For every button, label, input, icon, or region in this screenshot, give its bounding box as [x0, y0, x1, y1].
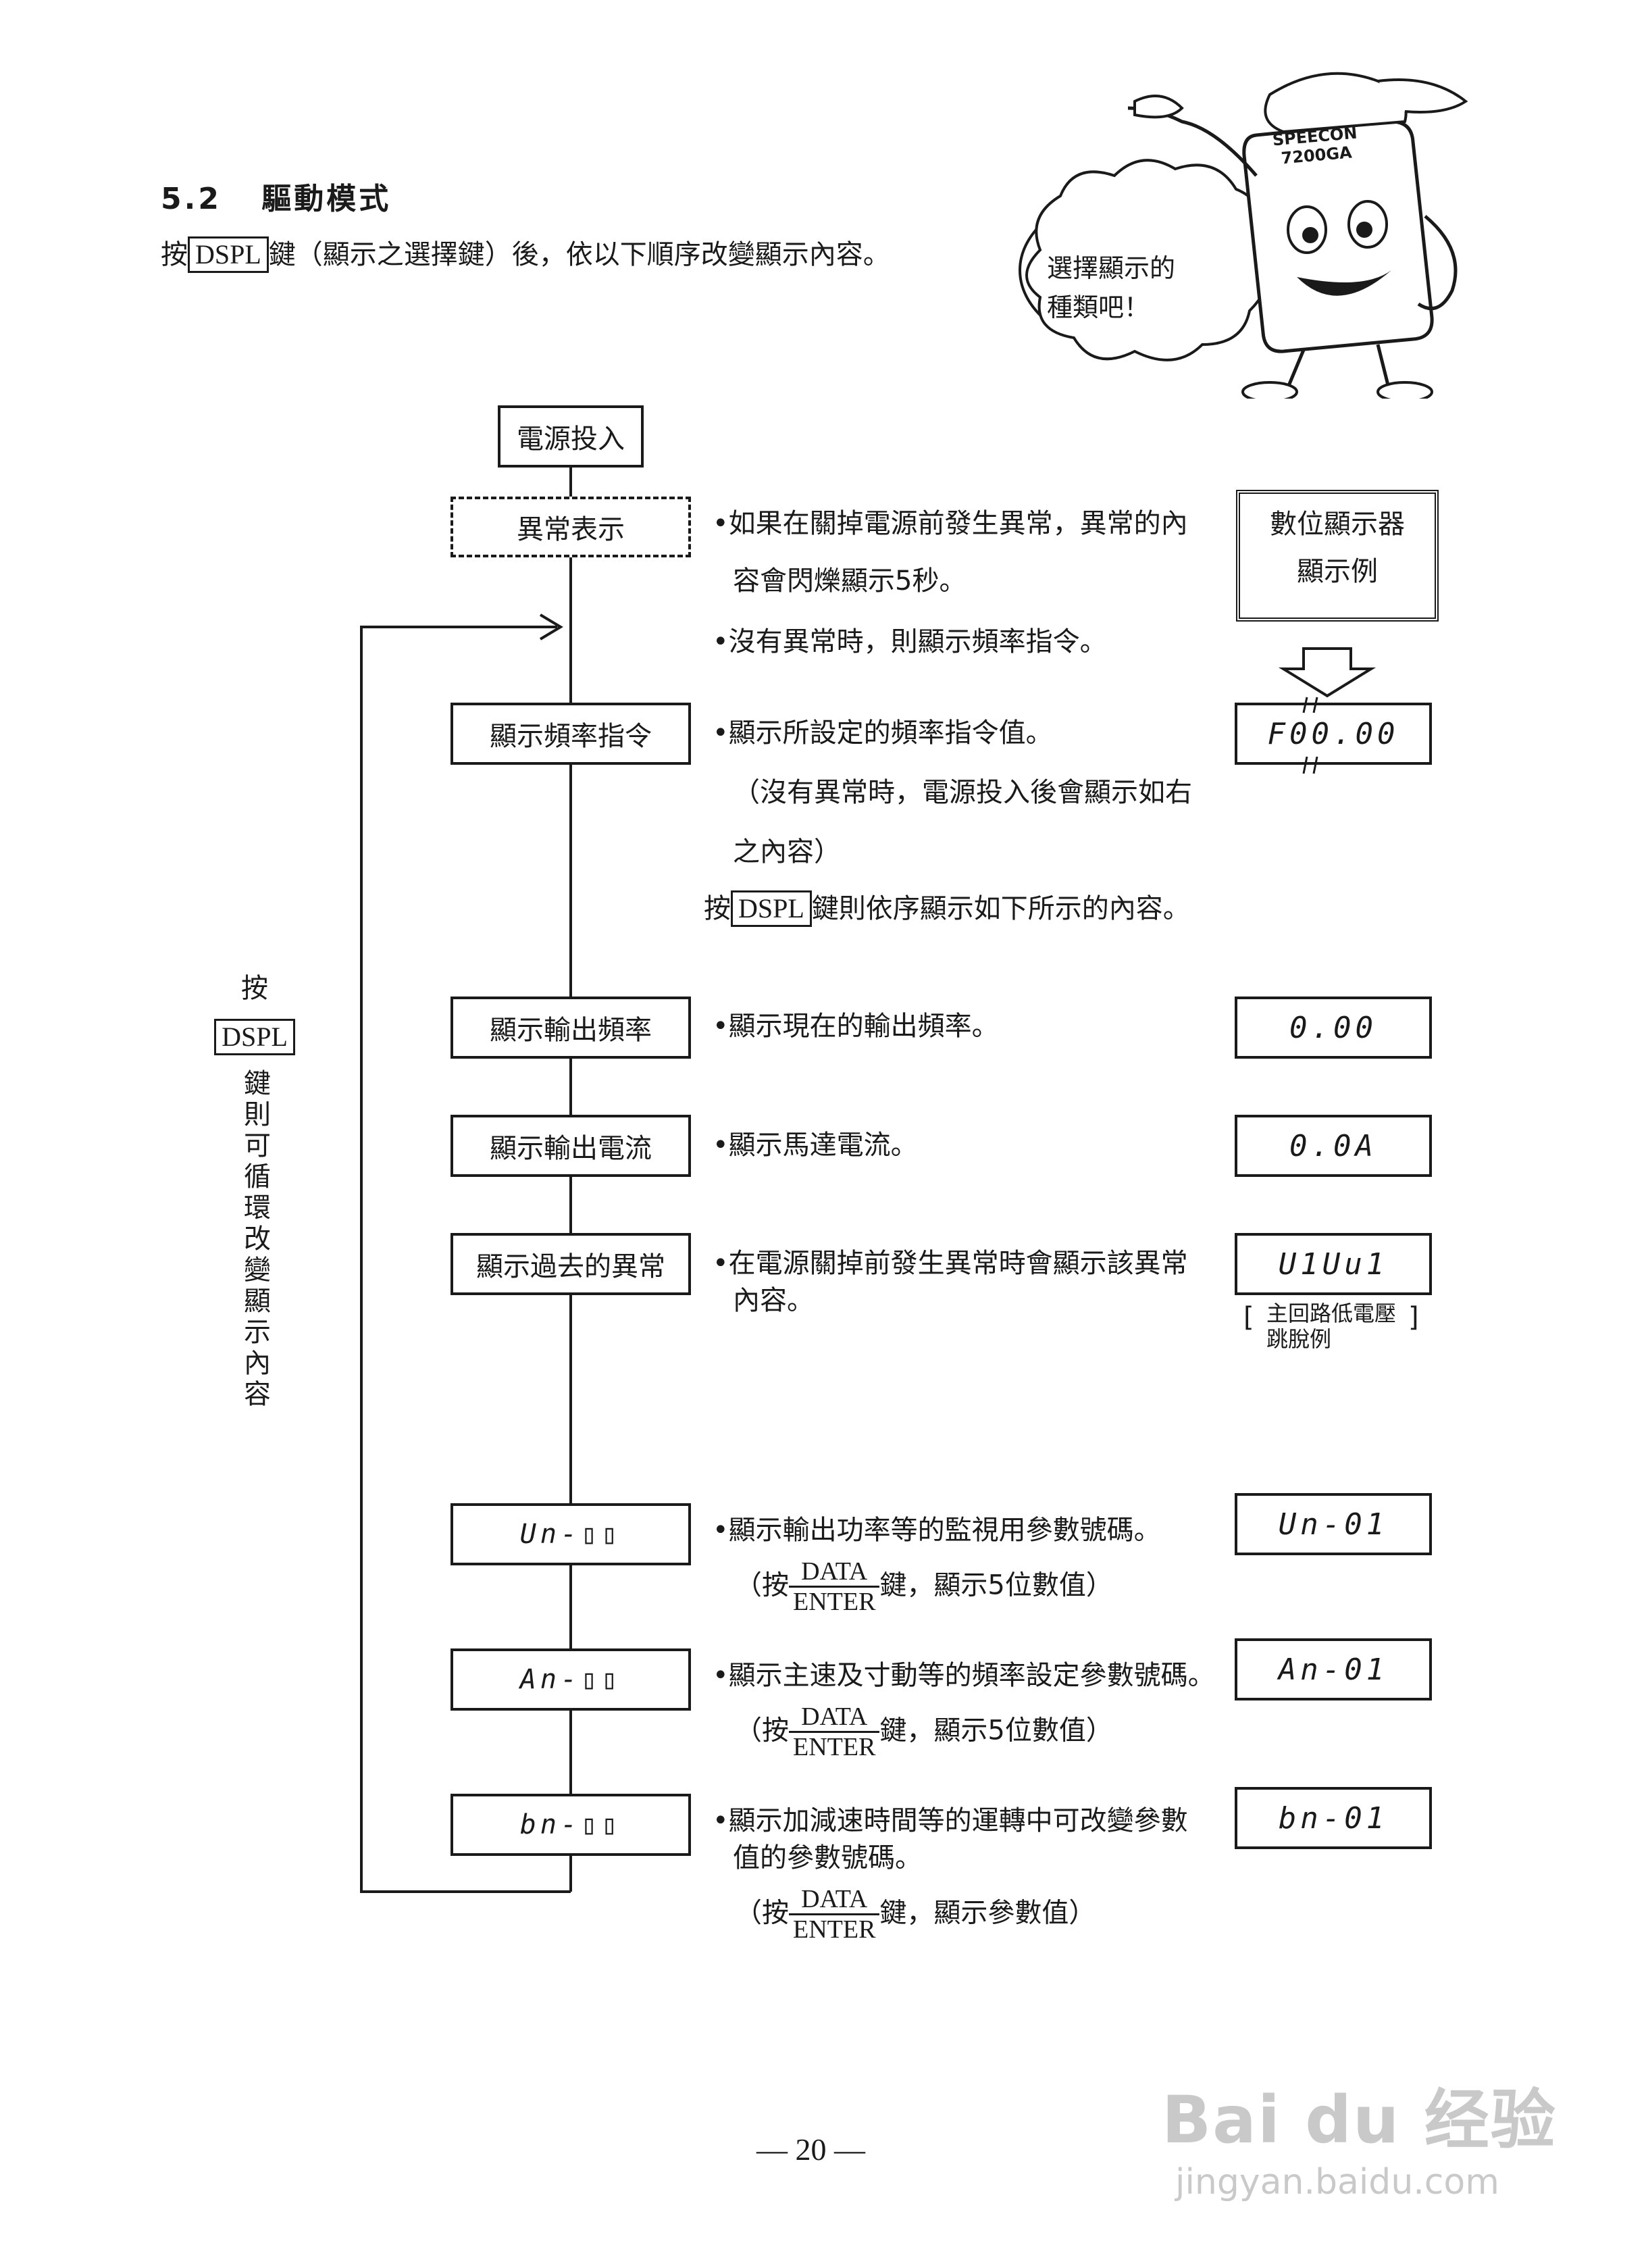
display-freq-reference: F00.00 — [1235, 703, 1432, 765]
desc-dspl-key: DSPL — [731, 890, 812, 927]
bn-enter-label: ENTER — [793, 1915, 876, 1944]
flow-box-past-fault: 顯示過去的異常 — [451, 1233, 691, 1295]
un-data-label: DATA — [789, 1557, 880, 1588]
intro-suffix: 鍵（顯示之選擇鍵）後，依以下順序改變顯示內容。 — [268, 239, 890, 270]
note-bracket-right-icon: ] — [1408, 1302, 1419, 1333]
flow-box-alarm-display: 異常表示 — [451, 497, 691, 557]
section-title: 驅動模式 — [261, 182, 392, 216]
desc-output-current: •顯示馬達電流。 — [713, 1130, 918, 1161]
bubble-line2: 種類吧！ — [1047, 293, 1150, 322]
desc-bn-line2: 值的參數號碼。 — [733, 1842, 922, 1873]
desc-dspl-prefix: 按 — [704, 893, 731, 924]
display-un-parameter: Un-01 — [1235, 1493, 1432, 1555]
an-data-label: DATA — [789, 1703, 880, 1733]
display-header-line2: 顯示例 — [1297, 556, 1378, 587]
bn-press-open: （按 — [735, 1897, 789, 1929]
section-heading: 5.2 驅動模式 — [161, 174, 391, 218]
an-press-open: （按 — [735, 1715, 789, 1746]
an-enter-label: ENTER — [793, 1733, 876, 1761]
dspl-key-label: DSPL — [188, 236, 269, 273]
desc-bn-line1: •顯示加減速時間等的運轉中可改變參數 — [713, 1805, 1188, 1836]
desc-un-line1: •顯示輸出功率等的監視用參數號碼。 — [713, 1515, 1161, 1546]
speech-bubble-text: 選擇顯示的 種類吧！ — [1047, 249, 1175, 327]
un-press-suffix: 鍵，顯示5位數值） — [879, 1569, 1113, 1601]
desc-freq-line3: 之內容） — [733, 836, 841, 867]
desc-dspl-suffix: 鍵則依序顯示如下所示的內容。 — [811, 893, 1190, 924]
desc-alarm-line3: •沒有異常時，則顯示頻率指令。 — [713, 626, 1107, 657]
display-bn-parameter: bn-01 — [1235, 1787, 1432, 1849]
display-example-header: 數位顯示器 顯示例 — [1236, 490, 1439, 622]
watermark-brand: Bai du 经验 — [1162, 2082, 1557, 2158]
fault-note-line1: 主回路低電壓 — [1266, 1301, 1397, 1326]
note-bracket-left-icon: [ — [1243, 1302, 1254, 1333]
mascot-illustration — [1019, 72, 1468, 399]
un-press-open: （按 — [735, 1569, 789, 1601]
flow-box-output-current: 顯示輸出電流 — [451, 1115, 691, 1177]
desc-output-frequency: •顯示現在的輸出頻率。 — [713, 1011, 999, 1042]
desc-freq-line2: （沒有異常時，電源投入後會顯示如右 — [733, 777, 1192, 808]
fault-note-line2: 跳脫例 — [1266, 1326, 1332, 1352]
flow-box-bn-parameter: bn-▯▯ — [451, 1794, 691, 1856]
section-number: 5.2 — [161, 182, 222, 216]
desc-alarm-line1: •如果在關掉電源前發生異常，異常的內 — [713, 508, 1188, 539]
loop-label-key: DSPL — [214, 1019, 295, 1055]
bn-data-label: DATA — [789, 1885, 880, 1915]
bubble-line1: 選擇顯示的 — [1047, 253, 1176, 283]
bn-press-suffix: 鍵，顯示參數值） — [879, 1897, 1096, 1929]
watermark-url: jingyan.baidu.com — [1175, 2162, 1499, 2202]
flow-box-frequency-reference: 顯示頻率指令 — [451, 703, 691, 765]
desc-alarm-line2: 容會閃爍顯示5秒。 — [733, 565, 967, 597]
flow-box-output-frequency: 顯示輸出頻率 — [451, 997, 691, 1059]
display-output-current: 0.0A — [1235, 1115, 1432, 1177]
page-number: — 20 — — [756, 2132, 865, 2167]
un-enter-label: ENTER — [793, 1588, 876, 1616]
flow-box-power-on: 電源投入 — [498, 405, 644, 468]
intro-prefix: 按 — [161, 239, 188, 270]
loop-label-prefix: 按 — [241, 973, 268, 1004]
desc-past-fault-line2: 內容。 — [733, 1285, 814, 1316]
an-press-suffix: 鍵，顯示5位數值） — [879, 1715, 1113, 1746]
desc-freq-line1: •顯示所設定的頻率指令值。 — [713, 717, 1053, 749]
display-past-fault: U1Uu1 — [1235, 1233, 1432, 1295]
flow-box-un-parameter: Un-▯▯ — [451, 1503, 691, 1565]
flow-box-an-parameter: An-▯▯ — [451, 1648, 691, 1711]
loop-label-vertical-text: 鍵則可循環改變顯示內容 — [239, 1069, 270, 1411]
display-output-frequency: 0.00 — [1235, 997, 1432, 1059]
loop-label: 按 DSPL 鍵則可循環改變顯示內容 — [204, 966, 305, 1413]
desc-past-fault-line1: •在電源關掉前發生異常時會顯示該異常 — [713, 1248, 1188, 1279]
desc-an-line1: •顯示主速及寸動等的頻率設定參數號碼。 — [713, 1660, 1215, 1691]
display-fault-note: [ 主回路低電壓 跳脫例 ] — [1243, 1301, 1419, 1352]
display-an-parameter: An-01 — [1235, 1638, 1432, 1700]
display-header-line1: 數位顯示器 — [1270, 509, 1405, 540]
